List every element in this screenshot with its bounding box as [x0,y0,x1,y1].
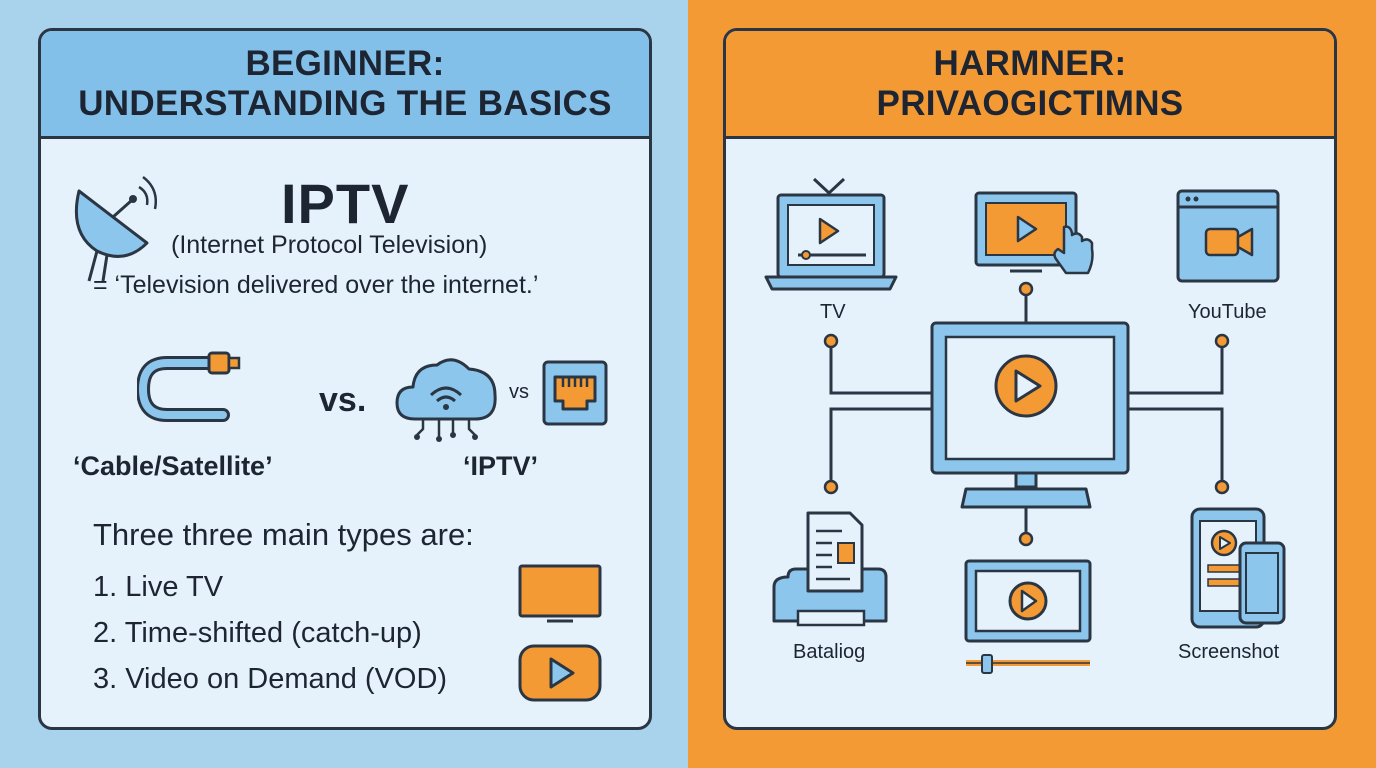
iptv-subtitle: (Internet Protocol Television) [171,231,488,259]
types-heading: Three three main types are: [93,517,474,552]
ethernet-port-icon [542,360,608,426]
video-player-icon [964,559,1092,674]
vs-small-label: vs [509,381,529,403]
central-monitor-icon [930,321,1130,509]
tv-screen-icon [518,564,602,623]
play-button-icon [518,644,602,702]
harmner-header: HARMNER: PRIVAOGICTIMNS [726,31,1334,139]
cable-icon [137,351,241,422]
beginner-header-line1: BEGINNER: [245,43,445,83]
device-network-diagram [764,177,1286,674]
type-item-time-shifted: 2. Time-shifted (catch-up) [93,617,422,649]
iptv-definition: = ‘Television delivered over the interne… [93,271,539,299]
harmner-header-line1: HARMNER: [933,43,1127,83]
phone-tablet-icon [1190,507,1286,629]
cloud-wifi-icon [395,358,497,442]
browser-video-icon [1176,189,1280,283]
cable-satellite-label: ‘Cable/Satellite’ [73,451,273,481]
connector-dots [823,281,1230,547]
beginner-header-line2: UNDERSTANDING THE BASICS [78,83,612,123]
type-item-vod: 3. Video on Demand (VOD) [93,663,448,695]
harmner-panel: HARMNER: PRIVAOGICTIMNS [723,28,1337,730]
monitor-touch-icon [974,191,1094,275]
laptop-tv-icon [764,177,898,291]
harmner-header-line2: PRIVAOGICTIMNS [876,83,1184,123]
vs-label: vs. [319,381,367,419]
iptv-label: ‘IPTV’ [463,451,539,481]
node-label-bataliog: Bataliog [793,641,866,663]
node-label-screenshot: Screenshot [1178,641,1280,663]
beginner-panel: BEGINNER: UNDERSTANDING THE BASICS IPTV … [38,28,652,730]
printer-document-icon [772,511,888,627]
iptv-title: IPTV [281,172,410,235]
node-label-tv: TV [820,301,846,323]
satellite-dish-icon [74,176,157,282]
node-label-youtube: YouTube [1188,301,1267,323]
beginner-header: BEGINNER: UNDERSTANDING THE BASICS [41,31,649,139]
type-item-live-tv: 1. Live TV [93,571,224,603]
